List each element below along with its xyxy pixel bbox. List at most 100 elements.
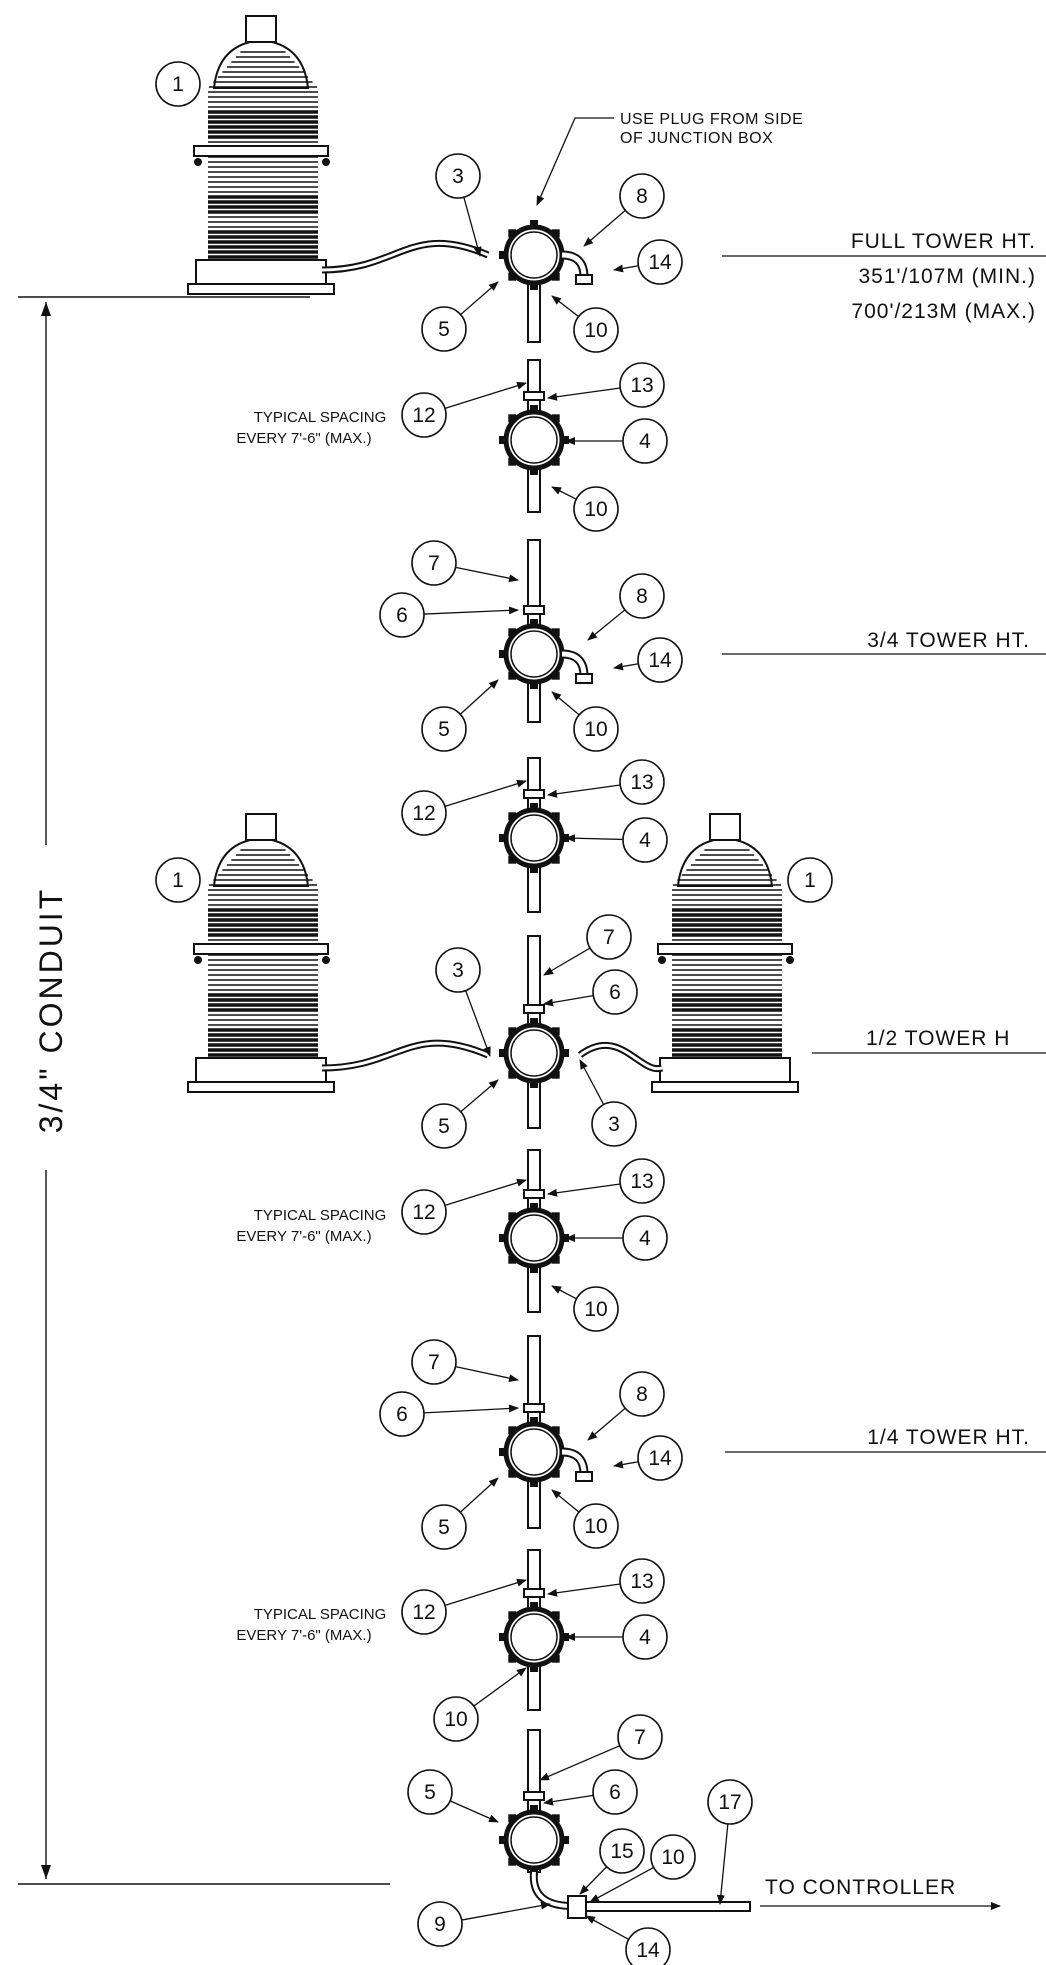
callout-number: 14 — [648, 1447, 672, 1470]
callout-number: 3 — [452, 959, 464, 982]
callout-number: 3 — [608, 1113, 620, 1136]
spacing-note-1-line2: EVERY 7'-6" (MAX.) — [236, 430, 371, 447]
jbox-full — [499, 220, 593, 290]
callout-number: 10 — [584, 1298, 607, 1321]
callout-c3: 5 — [421, 281, 499, 352]
callout-c44: 17 — [707, 1779, 753, 1905]
callout-c16: 10 — [551, 691, 619, 752]
callout-number: 10 — [444, 1708, 467, 1731]
callout-number: 13 — [630, 374, 653, 397]
callout-c5: 8 — [583, 173, 665, 247]
level-half-title: 1/2 TOWER H — [866, 1027, 1010, 1050]
callout-c2: 3 — [435, 153, 482, 257]
callout-number: 8 — [636, 185, 648, 208]
spacing-note-2-line2: EVERY 7'-6" (MAX.) — [236, 1228, 371, 1245]
callout-c15: 5 — [421, 679, 499, 752]
jbox-spacing-4 — [499, 1588, 569, 1672]
conduit-dimension — [18, 296, 390, 1885]
callout-c29: 4 — [565, 1215, 668, 1261]
callout-c40: 10 — [433, 1667, 527, 1742]
callout-c22: 7 — [543, 914, 632, 976]
callout-number: 5 — [438, 1516, 450, 1539]
callout-number: 10 — [661, 1846, 684, 1869]
callout-c38: 13 — [547, 1558, 665, 1604]
callout-c14: 14 — [613, 637, 683, 683]
jbox-spacing-3 — [499, 1189, 569, 1273]
callout-number: 1 — [172, 73, 184, 96]
callout-number: 4 — [639, 430, 651, 453]
jbox-spacing-2 — [499, 789, 569, 873]
callout-c21: 1 — [787, 857, 833, 903]
level-three-quarter-title: 3/4 TOWER HT. — [867, 629, 1030, 652]
note-plug-line1: USE PLUG FROM SIDE — [620, 111, 803, 128]
callout-number: 14 — [648, 251, 672, 274]
callout-number: 6 — [396, 604, 408, 627]
jbox-spacing-1 — [499, 391, 569, 475]
callout-number: 7 — [428, 552, 440, 575]
callout-c43: 6 — [543, 1769, 638, 1815]
callout-number: 4 — [639, 1626, 651, 1649]
spacing-note-3-line2: EVERY 7'-6" (MAX.) — [236, 1627, 371, 1644]
callout-c6: 14 — [613, 239, 683, 285]
note-plug-leader — [536, 117, 614, 206]
callout-c33: 8 — [587, 1371, 665, 1441]
level-quarter-title: 1/4 TOWER HT. — [867, 1426, 1030, 1449]
callout-number: 4 — [639, 1227, 651, 1250]
callout-number: 8 — [636, 585, 648, 608]
controller-run: TO CONTROLLER — [529, 1871, 1001, 1919]
callout-c32: 6 — [379, 1391, 519, 1437]
callout-c48: 14 — [585, 1915, 671, 1965]
spacing-note-3-line1: TYPICAL SPACING — [254, 1606, 387, 1623]
callout-number: 7 — [634, 1726, 646, 1749]
jbox-bottom — [499, 1791, 569, 1875]
beacon-mid-right — [651, 813, 799, 1093]
callout-number: 10 — [584, 718, 607, 741]
level-full-min: 351'/107M (MIN.) — [858, 265, 1036, 288]
note-plug-line2: OF JUNCTION BOX — [620, 130, 773, 147]
callout-number: 3 — [452, 165, 464, 188]
callout-c20: 1 — [155, 857, 201, 903]
callout-number: 12 — [412, 1201, 435, 1224]
callout-c41: 7 — [539, 1714, 663, 1781]
beacon-top — [187, 15, 335, 295]
callout-c46: 10 — [589, 1834, 696, 1903]
jbox-half — [499, 1004, 569, 1088]
callout-number: 10 — [584, 319, 607, 342]
callout-number: 13 — [630, 1570, 653, 1593]
callout-number: 7 — [428, 1351, 440, 1374]
callout-number: 14 — [636, 1939, 660, 1962]
callout-c9: 4 — [565, 418, 668, 464]
beacon-mid-left — [187, 813, 335, 1093]
callout-c42: 5 — [407, 1769, 499, 1823]
spacing-note-1-line1: TYPICAL SPACING — [254, 409, 387, 426]
conduit-dimension-label: 3/4" CONDUIT — [33, 887, 69, 1134]
controller-conduit — [585, 1901, 751, 1912]
callout-c45: 15 — [579, 1828, 645, 1895]
callout-c7: 12 — [401, 381, 527, 438]
callout-number: 1 — [172, 869, 184, 892]
tee-fitting — [567, 1895, 587, 1919]
callout-c23: 6 — [543, 969, 638, 1015]
callout-c31: 7 — [411, 1339, 519, 1385]
callout-c11: 7 — [411, 540, 519, 586]
junction-boxes — [499, 220, 593, 1875]
callout-number: 6 — [609, 1781, 621, 1804]
callout-number: 15 — [610, 1840, 633, 1863]
callout-number: 5 — [438, 318, 450, 341]
callout-c12: 6 — [379, 592, 519, 638]
callout-number: 5 — [424, 1781, 436, 1804]
callout-number: 7 — [603, 926, 615, 949]
callout-c28: 13 — [547, 1158, 665, 1204]
callout-number: 10 — [584, 498, 607, 521]
callout-number: 13 — [630, 1170, 653, 1193]
level-full-max: 700'/213M (MAX.) — [851, 300, 1036, 323]
callout-number: 17 — [718, 1791, 741, 1814]
callout-c37: 12 — [401, 1578, 527, 1635]
callout-c35: 5 — [421, 1477, 499, 1550]
callout-number: 4 — [639, 829, 651, 852]
jbox-quarter — [499, 1403, 593, 1487]
callout-c26: 3 — [579, 1059, 637, 1147]
callout-c47: 9 — [417, 1901, 551, 1947]
